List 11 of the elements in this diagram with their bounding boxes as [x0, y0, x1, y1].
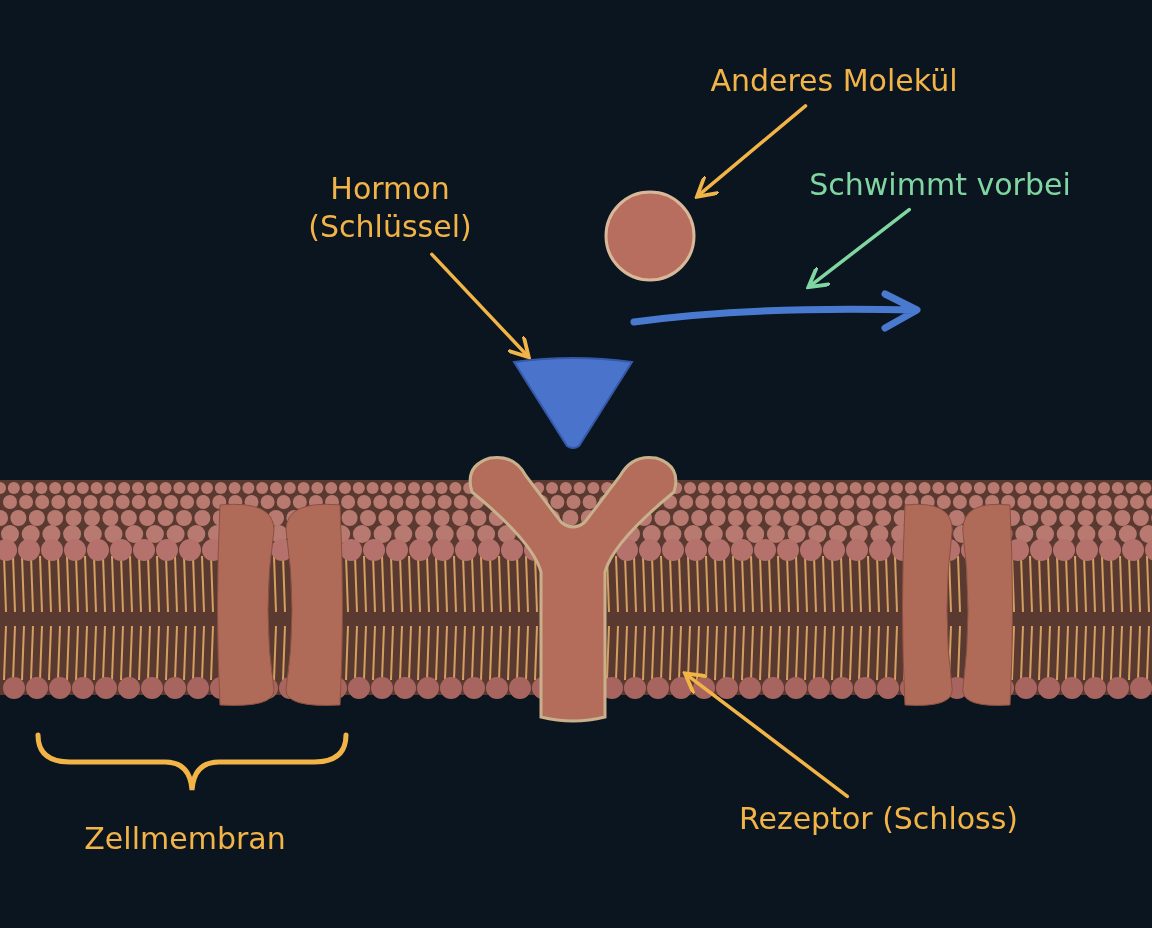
- leader-arrow: [430, 252, 531, 359]
- callout-text: Rezeptor (Schloss): [706, 800, 1051, 840]
- callout-text: Anderes Molekül: [684, 62, 984, 102]
- leader-arrow: [695, 104, 808, 199]
- leader-arrow: [683, 671, 850, 799]
- hormone-shape: [512, 358, 634, 450]
- callout-text: Schwimmt vorbei: [770, 166, 1110, 206]
- leader-arrow: [806, 207, 911, 290]
- membrane-label: Zellmembran: [83, 820, 287, 858]
- molecule-sphere: [604, 190, 696, 282]
- callout-text: Hormon (Schlüssel): [300, 170, 480, 250]
